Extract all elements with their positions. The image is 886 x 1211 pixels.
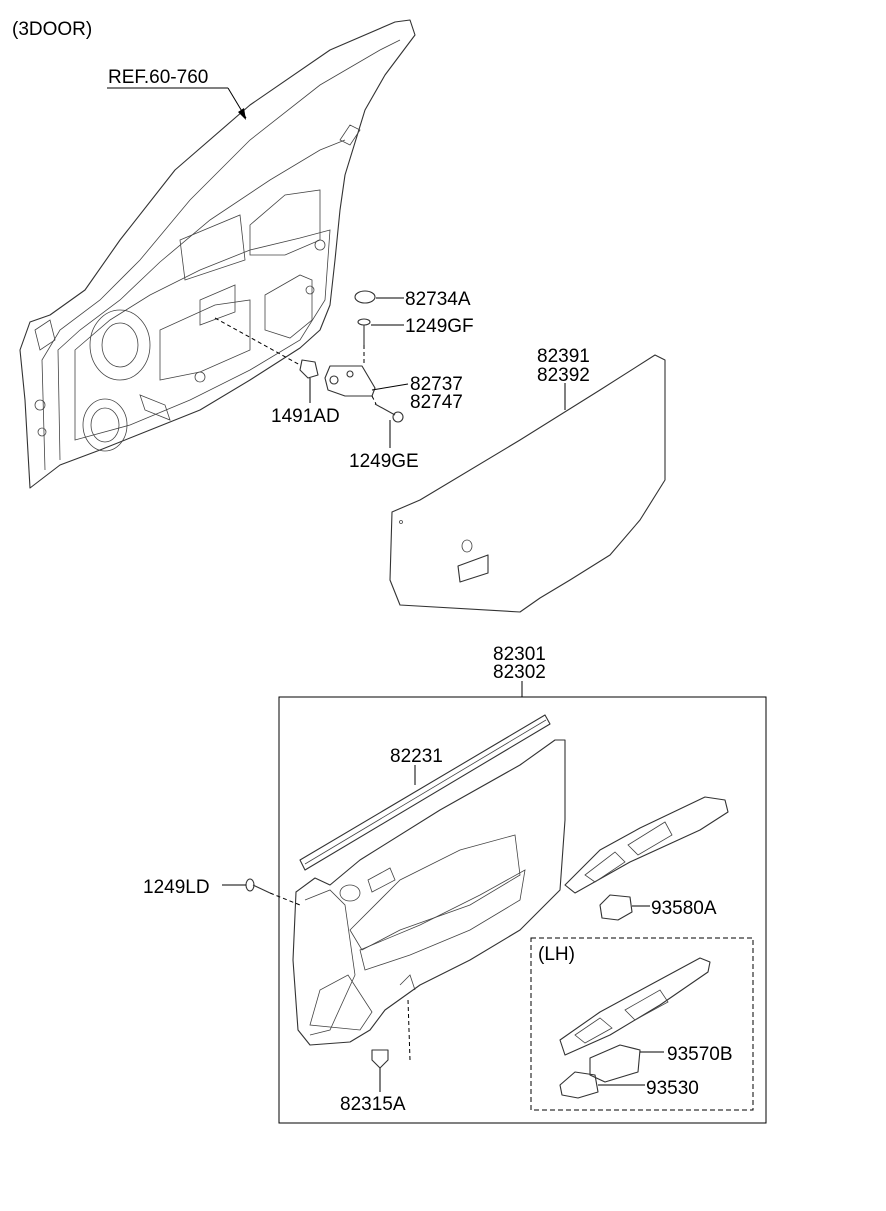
lh-sub-box — [530, 937, 754, 1111]
label-82231: 82231 — [390, 746, 443, 767]
label-1249LD: 1249LD — [143, 877, 210, 898]
label-82747: 82747 — [410, 392, 463, 413]
label-82301: 82301 — [493, 644, 546, 665]
label-82315A: 82315A — [340, 1094, 406, 1115]
weatherstrip — [299, 714, 551, 871]
door-frame — [19, 19, 416, 489]
label-82737: 82737 — [410, 374, 463, 395]
clip-cap-icon — [354, 290, 376, 304]
label-1249GF: 1249GF — [405, 316, 474, 337]
label-82392: 82392 — [537, 365, 590, 386]
bottom-clip-icon — [371, 1049, 389, 1069]
label-82391: 82391 — [537, 346, 590, 367]
ref-label: REF.60-760 — [108, 67, 208, 88]
screw-gf-icon — [357, 318, 371, 345]
lh-switch-main-icon — [559, 1044, 641, 1099]
label-93530: 93530 — [646, 1078, 699, 1099]
nut-icon — [299, 359, 319, 379]
screw-ge-icon — [374, 403, 404, 423]
leader-lines — [107, 87, 664, 1092]
label-93580A: 93580A — [651, 898, 717, 919]
door-bracket-icon — [324, 365, 376, 397]
lh-label: (LH) — [538, 944, 575, 965]
switch-bezel-passenger — [564, 796, 729, 894]
passenger-switch-icon — [599, 894, 633, 921]
label-93570B: 93570B — [667, 1044, 733, 1065]
label-1249GE: 1249GE — [349, 451, 419, 472]
switch-bezel-lh — [559, 957, 711, 1056]
label-82734A: 82734A — [405, 289, 471, 310]
door-sealing-cover — [389, 354, 666, 613]
screw-ld-icon — [245, 878, 301, 906]
variant-label: (3DOOR) — [12, 19, 92, 40]
label-1491AD: 1491AD — [271, 406, 340, 427]
door-trim-panel — [292, 739, 566, 1046]
label-82302: 82302 — [493, 662, 546, 683]
